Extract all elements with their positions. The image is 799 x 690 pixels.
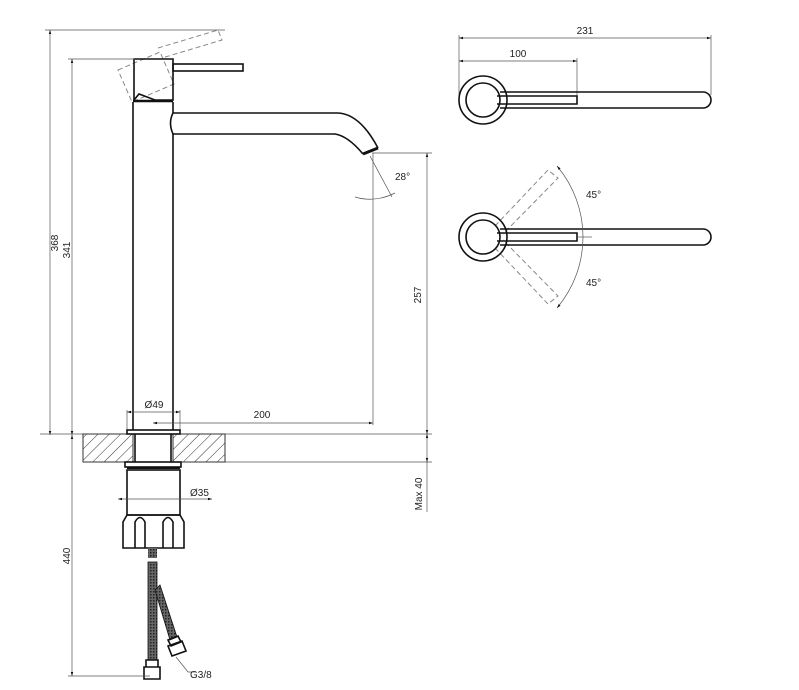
lever-rotated-outline bbox=[117, 29, 223, 103]
top-view: 231 100 bbox=[458, 26, 712, 125]
dim-diameter-49: Ø49 bbox=[145, 400, 164, 411]
mounting-nut bbox=[122, 514, 185, 549]
hose bbox=[147, 561, 158, 661]
dim-440: 440 bbox=[62, 547, 73, 564]
spout bbox=[169, 112, 379, 155]
side-view: 28° 368 341 257 200 Ø49 Ø35 bbox=[40, 29, 432, 681]
spout-angle-label: 28° bbox=[395, 172, 410, 183]
dim-368: 368 bbox=[50, 234, 61, 251]
dim-231: 231 bbox=[577, 26, 594, 37]
countertop-section bbox=[82, 433, 134, 463]
lever-arm bbox=[172, 63, 244, 72]
hose-fitting bbox=[143, 659, 161, 680]
lever-head bbox=[133, 58, 174, 103]
dim-100: 100 bbox=[510, 49, 527, 60]
connection-label: G3/8 bbox=[190, 670, 212, 681]
faucet-body bbox=[132, 102, 174, 430]
rotation-angle-up: 45° bbox=[586, 190, 601, 201]
top-view-rotation: 45° 45° bbox=[458, 165, 712, 309]
dim-200: 200 bbox=[254, 410, 271, 421]
dim-diameter-35: Ø35 bbox=[190, 488, 209, 499]
shank bbox=[126, 469, 181, 516]
dim-max-40: Max 40 bbox=[414, 477, 425, 510]
dim-341: 341 bbox=[62, 241, 73, 258]
rotation-angle-down: 45° bbox=[586, 278, 601, 289]
dim-257: 257 bbox=[413, 286, 424, 303]
